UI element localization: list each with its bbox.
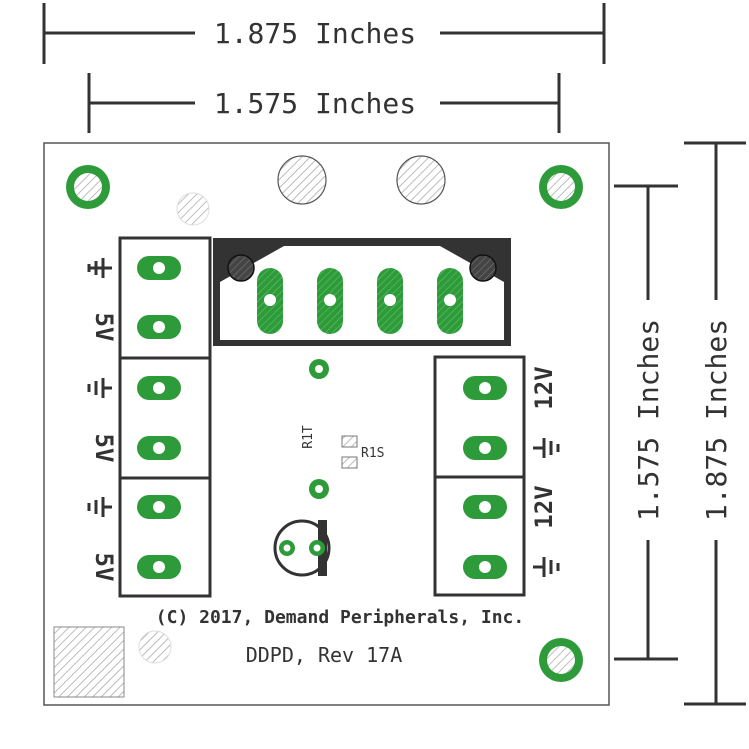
pad	[463, 495, 507, 519]
pad	[137, 315, 181, 339]
pad	[257, 268, 283, 334]
pad	[317, 268, 343, 334]
ground-symbol-icon	[533, 557, 560, 577]
dim-outer-height-label: 1.875 Inches	[700, 319, 733, 521]
pad	[377, 268, 403, 334]
label-5v: 5V	[90, 553, 118, 582]
copyright-text: (C) 2017, Demand Peripherals, Inc.	[156, 607, 524, 628]
label-r1s: R1S	[361, 446, 384, 461]
smd-pads	[341, 435, 358, 469]
pad	[137, 495, 181, 519]
hatched-hole-icon	[396, 155, 446, 205]
top-connector	[213, 238, 511, 346]
transistor-footprint	[273, 519, 331, 577]
dim-outer-width	[42, 3, 606, 64]
via-pad	[309, 479, 329, 499]
pad	[463, 555, 507, 579]
hatched-hole-icon	[277, 155, 327, 205]
dim-inner-width	[87, 73, 561, 133]
label-r1t: R1T	[301, 425, 316, 449]
ground-symbol-icon	[87, 258, 112, 278]
dim-outer-height	[684, 141, 746, 706]
hatched-hole-icon	[176, 192, 210, 226]
left-terminal-block	[118, 236, 212, 598]
dim-inner-width-label: 1.575 Inches	[214, 87, 416, 120]
pad	[137, 436, 181, 460]
ground-symbol-icon	[87, 378, 112, 398]
dim-outer-width-label: 1.875 Inches	[214, 17, 416, 50]
pad	[137, 256, 181, 280]
label-5v: 5V	[90, 313, 118, 342]
right-terminal-pads	[463, 376, 507, 579]
hatched-hole-icon	[138, 630, 172, 664]
pad	[137, 376, 181, 400]
ground-symbol-icon	[87, 497, 112, 517]
right-terminal-block	[433, 355, 526, 597]
ground-symbol-icon	[533, 438, 560, 458]
pad	[463, 436, 507, 460]
via-pad	[309, 359, 329, 379]
dim-inner-height-label: 1.575 Inches	[632, 319, 665, 521]
mounting-hole-icon	[539, 638, 583, 682]
mounting-hole-icon	[66, 165, 110, 209]
pad	[437, 268, 463, 334]
label-5v: 5V	[90, 434, 118, 463]
hatched-pad-icon	[53, 626, 125, 698]
label-12v: 12V	[530, 366, 558, 409]
left-terminal-pads	[137, 256, 181, 579]
mounting-hole-icon	[539, 165, 583, 209]
board-name-text: DDPD, Rev 17A	[246, 643, 403, 667]
pad	[137, 555, 181, 579]
pad	[463, 376, 507, 400]
dim-inner-height	[614, 184, 678, 661]
label-12v: 12V	[530, 485, 558, 528]
